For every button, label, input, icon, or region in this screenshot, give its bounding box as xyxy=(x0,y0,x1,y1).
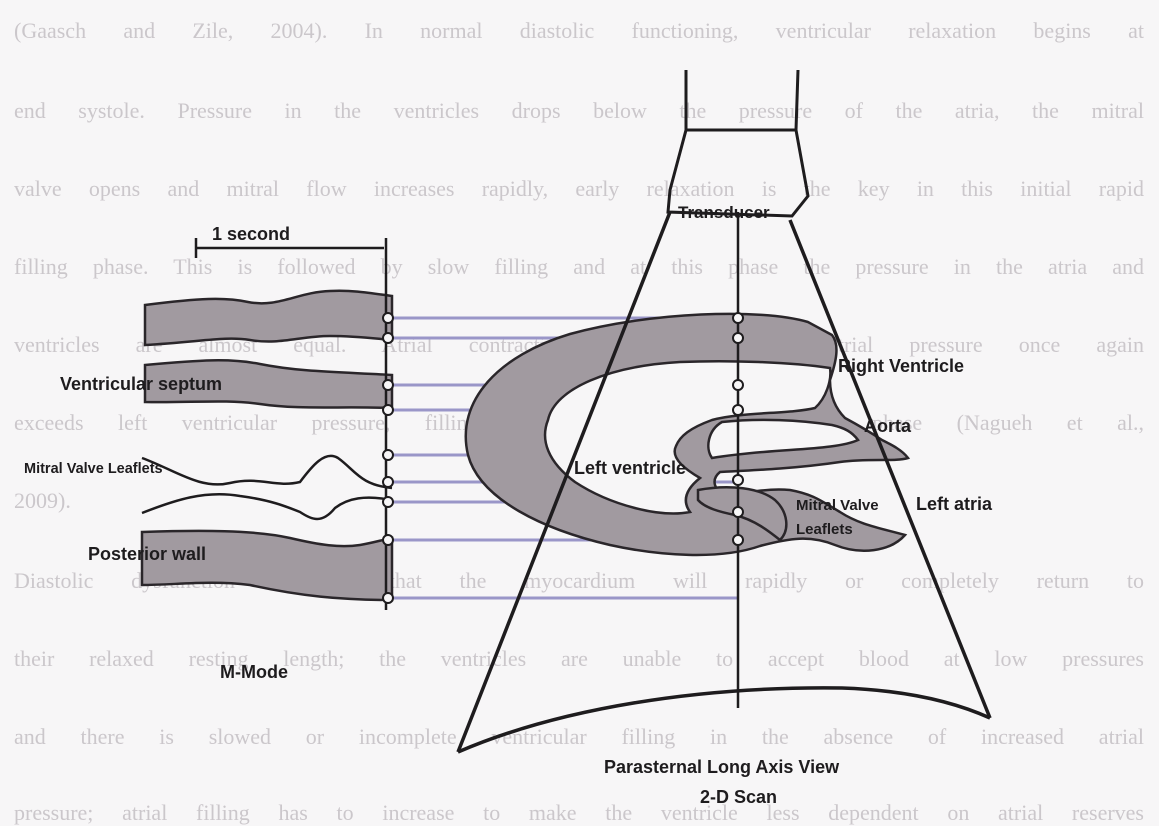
time-scale-label: 1 second xyxy=(212,224,290,244)
mitral-valve-leaflets-label: Mitral Valve Leaflets xyxy=(24,461,163,477)
echocardiography-diagram: 1 second Ventricular septum Mitral Valve… xyxy=(0,0,1159,809)
aorta-label: Aorta xyxy=(864,416,912,436)
mmode-caption: M-Mode xyxy=(220,662,288,682)
transducer-label: Transducer xyxy=(678,203,770,222)
mmode-posterior-band xyxy=(142,531,392,600)
scan-panel: Transducer Right Ventricle Aorta Left ve… xyxy=(458,70,993,807)
mmode-septum-band xyxy=(145,291,392,345)
ventricular-septum-label: Ventricular septum xyxy=(60,374,222,394)
right-ventricle-label: Right Ventricle xyxy=(838,356,964,376)
scan-caption: 2-D Scan xyxy=(700,787,777,807)
transducer-probe xyxy=(668,70,808,216)
mmode-mitral-curve-lower xyxy=(142,494,392,519)
left-atria-label: Left atria xyxy=(916,494,993,514)
mitral-valve-label-line2: Leaflets xyxy=(796,521,853,538)
posterior-wall-label: Posterior wall xyxy=(88,544,206,564)
mmode-mitral-curve-upper xyxy=(142,456,392,488)
mitral-valve-label: Mitral Valve xyxy=(796,497,879,514)
left-ventricle-label: Left ventricle xyxy=(574,458,686,478)
parasternal-view-label: Parasternal Long Axis View xyxy=(604,757,840,777)
